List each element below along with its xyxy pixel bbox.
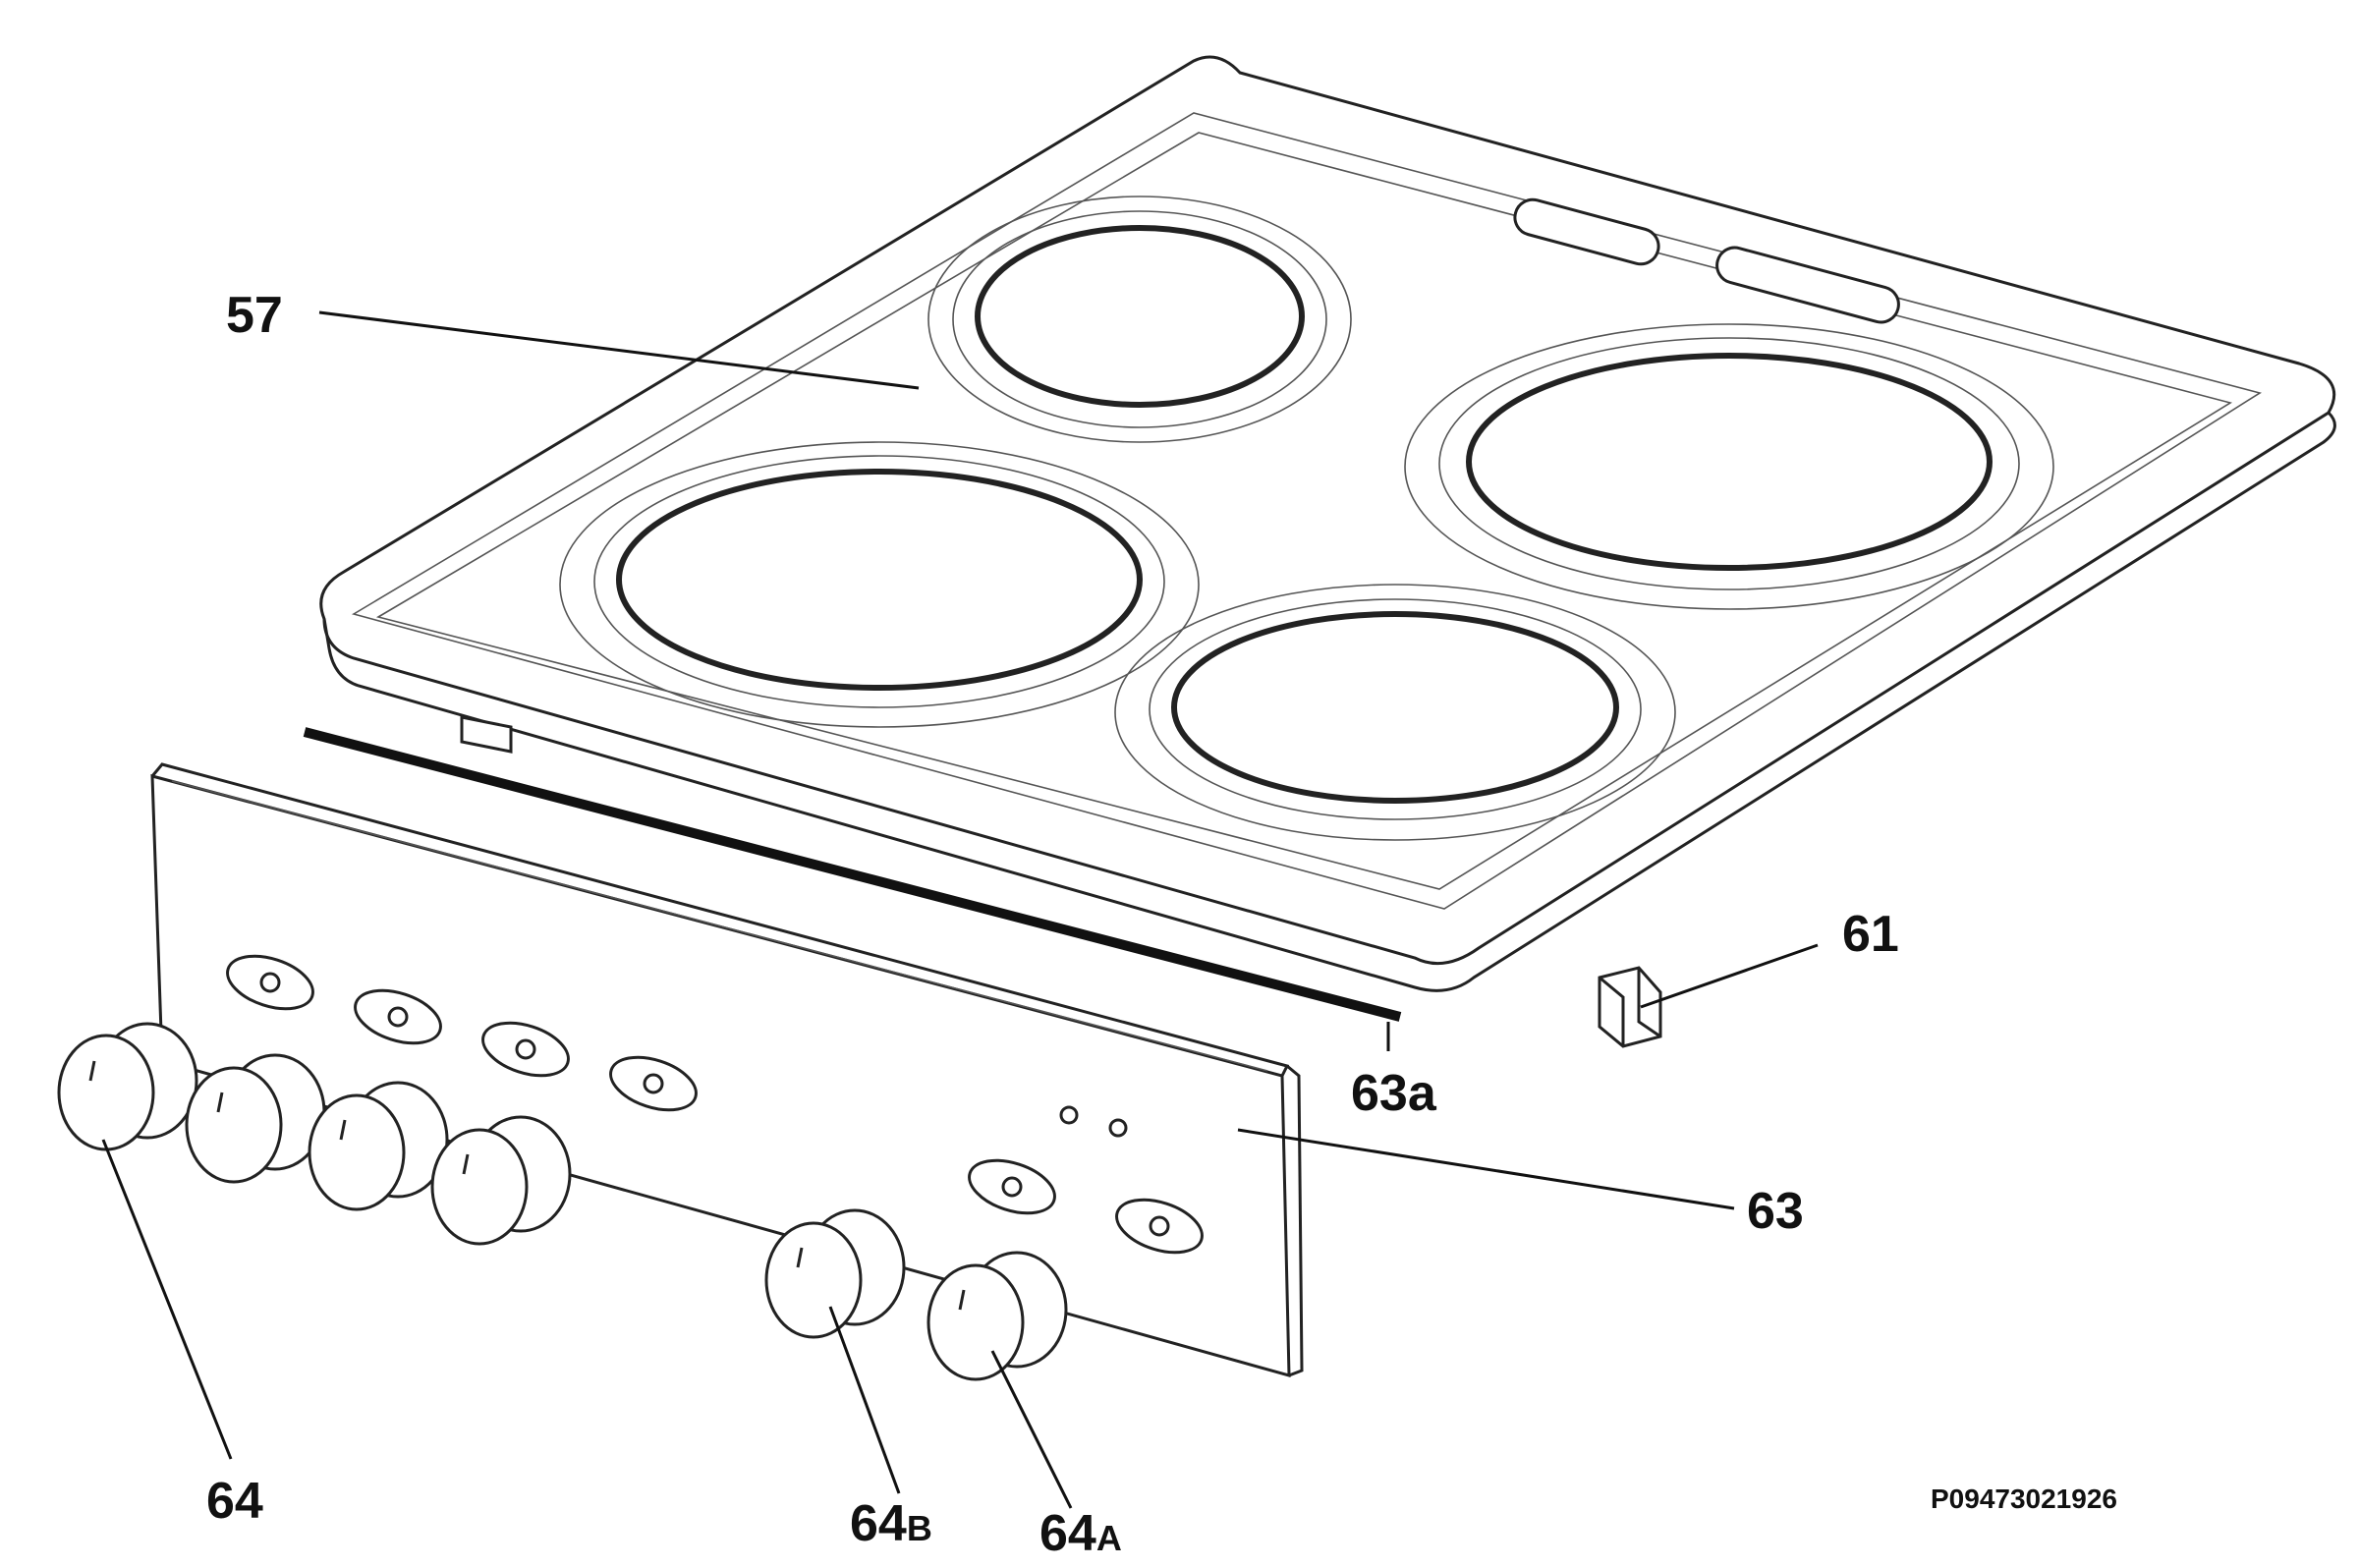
- label-64a-sub: A: [1096, 1518, 1122, 1558]
- hob-top-part: [319, 55, 2336, 992]
- leader-64: [101, 1139, 233, 1460]
- switch-bosses: [226, 954, 1204, 1255]
- control-panel-part: [150, 762, 1304, 1377]
- hob-mounting-tab: [460, 715, 513, 754]
- label-64a-main: 64: [1039, 1505, 1096, 1562]
- hob-top-front-edge: [322, 411, 2336, 992]
- hotplate-rear-right: [1404, 323, 2054, 610]
- gasket-strip: [303, 727, 1402, 1022]
- control-panel-inner-line: [171, 780, 1268, 1072]
- control-panel-right-edge: [1286, 1064, 1304, 1377]
- knob-1: [57, 1022, 198, 1151]
- knob-2: [185, 1053, 326, 1184]
- label-63: 63: [1747, 1183, 1804, 1240]
- leader-61: [1640, 943, 1819, 1009]
- label-64a: 64A: [1039, 1505, 1122, 1562]
- control-panel-top-edge: [150, 762, 1290, 1077]
- hob-top-outline: [319, 55, 2336, 966]
- indicator-lamp-2: [1108, 1118, 1128, 1138]
- drawing-code: P09473021926: [1931, 1484, 2117, 1514]
- leader-57: [318, 310, 920, 390]
- clip-part: [1598, 966, 1662, 1048]
- label-61: 61: [1842, 906, 1899, 963]
- label-64b-main: 64: [850, 1495, 907, 1552]
- knob-64b: [764, 1208, 906, 1339]
- knobs: [57, 1022, 1068, 1381]
- leader-64a: [990, 1350, 1073, 1509]
- hob-top-inner-rim-2: [375, 132, 2233, 890]
- knob-4: [430, 1115, 572, 1246]
- indicator-lamp-1: [1059, 1105, 1079, 1125]
- hob-top-inner-rim: [351, 112, 2262, 910]
- leader-64b: [828, 1306, 901, 1494]
- knob-64a: [926, 1251, 1068, 1381]
- label-64b-sub: B: [907, 1508, 932, 1548]
- hotplate-front-right: [1114, 584, 1676, 841]
- label-64: 64: [206, 1473, 263, 1530]
- label-57: 57: [226, 287, 283, 344]
- leader-63: [1237, 1128, 1735, 1210]
- rear-vent-right: [1715, 246, 1900, 324]
- rear-vent-left: [1513, 197, 1660, 266]
- label-63a: 63a: [1351, 1065, 1437, 1122]
- hotplate-rear-left: [927, 196, 1352, 443]
- label-64b: 64B: [850, 1495, 932, 1552]
- knob-3: [308, 1081, 449, 1211]
- hotplate-front-left: [559, 441, 1200, 728]
